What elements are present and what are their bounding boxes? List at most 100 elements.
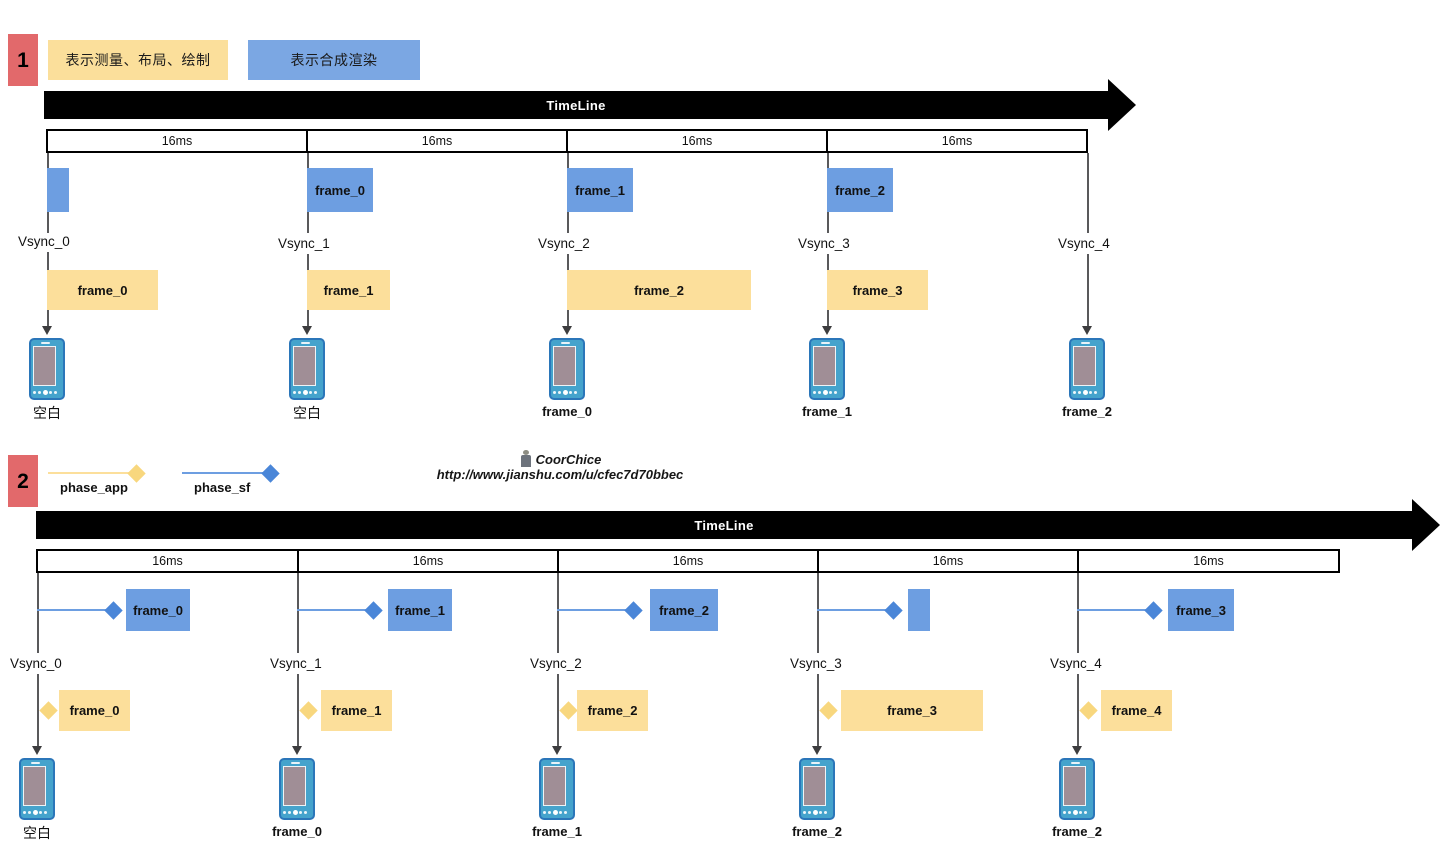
ms-cell: 16ms [299, 551, 559, 571]
app-block: frame_2 [577, 690, 648, 731]
phase-sf-diamond [1144, 601, 1163, 620]
sf-block: frame_2 [827, 168, 893, 212]
ms-cell: 16ms [308, 131, 568, 151]
phone-icon [19, 758, 55, 820]
legend-phase-app: phase_app [48, 463, 158, 500]
timeline-bar-2: TimeLine [36, 511, 1412, 539]
timeline-arrowhead-1 [1108, 79, 1136, 131]
sf-block: frame_1 [388, 589, 452, 631]
vsync-arrow-line [297, 674, 299, 748]
legend-chip-measure-layout-draw: 表示测量、布局、绘制 [48, 40, 228, 80]
phase-sf-line [557, 609, 639, 611]
ms-cell: 16ms [1193, 554, 1224, 568]
phone-label: frame_0 [542, 404, 592, 419]
vsync-arrow-head [822, 326, 832, 335]
vsync-arrow-head [562, 326, 572, 335]
phone-icon [289, 338, 325, 400]
phase-sf-line [1077, 609, 1159, 611]
app-block: frame_0 [47, 270, 158, 310]
person-icon [519, 450, 533, 467]
sf-block [47, 168, 69, 212]
app-block: frame_3 [841, 690, 983, 731]
ms-cell: 16ms [559, 551, 819, 571]
sf-block: frame_3 [1168, 589, 1234, 631]
vsync-arrow-head [32, 746, 42, 755]
vsync-label: Vsync_3 [790, 656, 842, 671]
ms-cell: 16ms [819, 551, 1079, 571]
vsync-label: Vsync_1 [270, 656, 322, 671]
vsync-arrow-head [552, 746, 562, 755]
phase-sf-line [297, 609, 379, 611]
ms-cell: 16ms [38, 551, 299, 571]
legend-chip-composite-render: 表示合成渲染 [248, 40, 420, 80]
timeline-arrow-1: TimeLine [44, 79, 1136, 131]
vsync-arrow-head [1082, 326, 1092, 335]
ms-cell: 16ms [48, 131, 308, 151]
vsync-arrow-line [1077, 674, 1079, 748]
phone-icon [549, 338, 585, 400]
ms-cell: 16ms [568, 131, 828, 151]
vsync-guide-line [1077, 573, 1079, 653]
sf-block [908, 589, 930, 631]
phone-icon [1059, 758, 1095, 820]
phone-label: 空白 [23, 825, 51, 841]
app-block: frame_1 [321, 690, 392, 731]
ms-grid-2: 16ms 16ms 16ms 16ms 16ms [36, 549, 1340, 573]
phase-sf-diamond [364, 601, 383, 620]
vsync-label: Vsync_0 [10, 656, 62, 671]
phase-app-diamond [299, 701, 318, 720]
vsync-arrow-line [557, 674, 559, 748]
vsync-arrow-line [817, 674, 819, 748]
vsync-label: Vsync_4 [1058, 236, 1110, 251]
watermark: CoorChice http://www.jianshu.com/u/cfec7… [432, 450, 688, 482]
phone-icon [279, 758, 315, 820]
vsync-label: Vsync_3 [798, 236, 850, 251]
phone-label: frame_2 [792, 824, 842, 839]
phase-app-diamond [39, 701, 58, 720]
phase-app-diamond [1079, 701, 1098, 720]
vsync-label: Vsync_1 [278, 236, 330, 251]
app-block: frame_4 [1101, 690, 1172, 731]
phone-label: frame_1 [532, 824, 582, 839]
ms-grid-1: 16ms 16ms 16ms 16ms [46, 129, 1088, 153]
legend-phase-sf: phase_sf [182, 463, 292, 500]
phase-app-diamond [127, 463, 146, 483]
phone-label: frame_0 [272, 824, 322, 839]
phone-label: 空白 [33, 405, 61, 421]
phone-icon [809, 338, 845, 400]
phone-icon [799, 758, 835, 820]
app-block: frame_1 [307, 270, 390, 310]
watermark-name-row: CoorChice [432, 450, 688, 467]
section-1-badge: 1 [8, 34, 38, 86]
sf-block: frame_1 [567, 168, 633, 212]
phase-sf-line [817, 609, 899, 611]
timeline-label-2: TimeLine [694, 517, 754, 533]
sf-block: frame_0 [307, 168, 373, 212]
phase-sf-diamond [884, 601, 903, 620]
sf-block: frame_0 [126, 589, 190, 631]
phone-label: frame_2 [1052, 824, 1102, 839]
app-block: frame_0 [59, 690, 130, 731]
vsync-label: Vsync_0 [18, 234, 70, 249]
phase-sf-line [37, 609, 119, 611]
phase-sf-line [182, 472, 270, 474]
watermark-author: CoorChice [535, 452, 602, 467]
section-2-badge: 2 [8, 455, 38, 507]
vsync-arrow-head [1072, 746, 1082, 755]
phone-icon [29, 338, 65, 400]
timeline-arrowhead-2 [1412, 499, 1440, 551]
vsync-arrow-line [1087, 254, 1089, 328]
phase-app-diamond [559, 701, 578, 720]
vsync-label: Vsync_2 [530, 656, 582, 671]
vsync-label: Vsync_4 [1050, 656, 1102, 671]
vsync-label: Vsync_2 [538, 236, 590, 251]
legend-phase-app-label: phase_app [60, 480, 128, 495]
phone-label: 空白 [293, 405, 321, 421]
phase-app-diamond [819, 701, 838, 720]
phase-app-line [48, 472, 136, 474]
timeline-label-1: TimeLine [546, 97, 606, 113]
vsync-guide-line [557, 573, 559, 653]
phone-icon [539, 758, 575, 820]
phone-icon [1069, 338, 1105, 400]
